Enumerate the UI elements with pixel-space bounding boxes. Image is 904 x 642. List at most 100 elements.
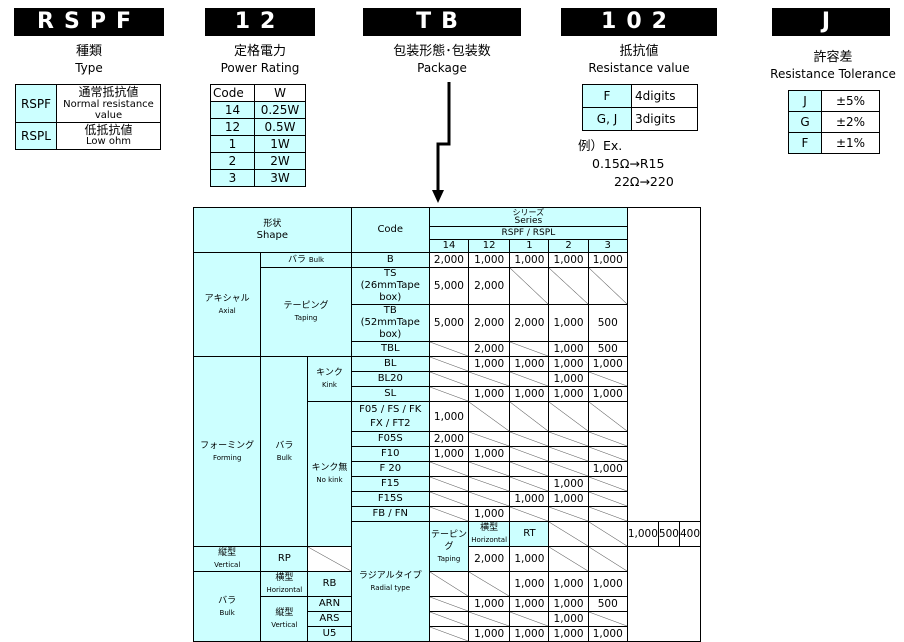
qty-cell: [548, 267, 589, 305]
qty-cell: [548, 401, 589, 432]
radial-bulk-label: バラ Bulk: [192, 571, 262, 642]
qty-cell: [428, 611, 470, 627]
qty-cell: [587, 371, 628, 387]
resistance-title: 抵抗値 Resistance value: [561, 44, 717, 76]
qty-cell: 1,000: [587, 571, 628, 597]
table-row: Code W: [210, 84, 306, 102]
example-line-1: 0.15Ω→R15: [592, 156, 665, 171]
qty-cell: 1,000: [587, 386, 628, 402]
qty-cell: [307, 546, 352, 572]
qty-cell: [428, 461, 470, 477]
qty-cell: 1,000: [509, 386, 550, 402]
qty-cell: [587, 401, 628, 432]
forming-jp: フォーミング: [200, 440, 255, 451]
axial-label-en: Axial: [218, 306, 236, 315]
power-title-en: Power Rating: [220, 61, 300, 75]
qty-cell: [587, 546, 628, 572]
forming-bulk-label: バラ Bulk: [260, 356, 309, 547]
qty-cell: [468, 431, 511, 447]
type-desc-cell: 低抵抗値 Low ohm: [56, 122, 161, 150]
bulk-jp: バラ: [275, 440, 294, 451]
nokink-jp: キンク無: [311, 463, 348, 473]
axial-bulk-label: バラ Bulk: [260, 252, 352, 268]
type-desc-en2: value: [94, 110, 123, 121]
qty-cell: [428, 491, 470, 507]
package-title: 包装形態･包装数 Package: [363, 44, 521, 76]
code-cell: F05S: [350, 431, 430, 447]
power-code: 1: [210, 135, 255, 153]
example-line-2: 22Ω→220: [614, 174, 674, 189]
qty-cell: 2,000: [468, 304, 511, 342]
qty-cell: 400: [678, 521, 702, 547]
down-arrow-icon: [432, 82, 451, 203]
qty-cell: 500: [657, 521, 680, 547]
axial-label: アキシャル Axial: [192, 252, 262, 357]
qty-cell: 1,000: [468, 446, 511, 462]
qty-cell: 2,000: [428, 431, 470, 447]
qty-cell: 1,000: [548, 596, 589, 612]
code-cell: B: [350, 252, 430, 268]
qty-cell: [548, 431, 589, 447]
power-value: 0.25W: [254, 101, 306, 119]
qty-cell: 2,000: [468, 546, 511, 572]
code-f05b: FX / FT2: [370, 417, 411, 429]
power-value: 1W: [254, 135, 306, 153]
power-title-jp: 定格電力: [233, 44, 286, 59]
taping-jp: テーピング: [283, 301, 329, 311]
code-cell: F10: [350, 446, 430, 462]
code-cell: BL: [350, 356, 430, 372]
power-code: 14: [210, 101, 255, 119]
qty-cell: [428, 626, 470, 642]
power-value: 0.5W: [254, 118, 306, 136]
qty-cell: [509, 341, 550, 357]
qty-cell: 1,000: [548, 341, 589, 357]
qty-cell: [587, 611, 628, 627]
qty-cell: 1,000: [548, 371, 589, 387]
qty-cell: [468, 476, 511, 492]
resistance-example: 例）Ex. 0.15Ω→R15 22Ω→220: [578, 137, 708, 191]
qty-cell: [468, 371, 511, 387]
package-title-en: Package: [417, 61, 467, 75]
nokink-label: キンク無 No kink: [307, 401, 352, 547]
qty-cell: [548, 546, 589, 572]
power-code-header: 12: [205, 8, 315, 36]
col-header-1: 1: [509, 239, 550, 253]
package-code-header: TB: [363, 8, 521, 36]
radial-en: Radial type: [370, 583, 410, 592]
qty-cell: [509, 371, 550, 387]
table-row: F±1%: [788, 132, 880, 154]
qty-cell: 500: [587, 341, 628, 357]
code-cell: RP: [260, 546, 309, 572]
code-cell: ARS: [307, 611, 352, 627]
series-header: シリーズ Series: [428, 207, 628, 227]
series-header-en: Series: [514, 216, 543, 226]
qty-cell: 5,000: [428, 304, 470, 342]
qty-cell: [509, 267, 550, 305]
radial-taping-label: テーピング Taping: [428, 521, 470, 572]
qty-cell: [587, 267, 628, 305]
qty-cell: 1,000: [509, 252, 550, 268]
type-desc-en1: Low ohm: [85, 136, 132, 147]
qty-cell: 1,000: [548, 476, 589, 492]
qty-cell: [548, 461, 589, 477]
qty-cell: 1,000: [468, 626, 511, 642]
bulk-jp: バラ: [218, 595, 237, 606]
qty-cell: 2,000: [509, 304, 550, 342]
qty-cell: 1,000: [468, 596, 511, 612]
code-cell: RB: [307, 571, 352, 597]
qty-cell: [428, 371, 470, 387]
example-label: 例）Ex.: [578, 138, 623, 153]
qty-cell: 2,000: [468, 341, 511, 357]
code-cell: TB(52mmTape box): [350, 304, 430, 342]
res-code: G, J: [582, 107, 632, 131]
qty-cell: [468, 401, 511, 432]
bulk-en: Bulk: [308, 256, 325, 264]
vert-en: Vertical: [271, 621, 298, 629]
qty-cell: [428, 571, 470, 597]
code-cell: FB / FN: [350, 506, 430, 522]
